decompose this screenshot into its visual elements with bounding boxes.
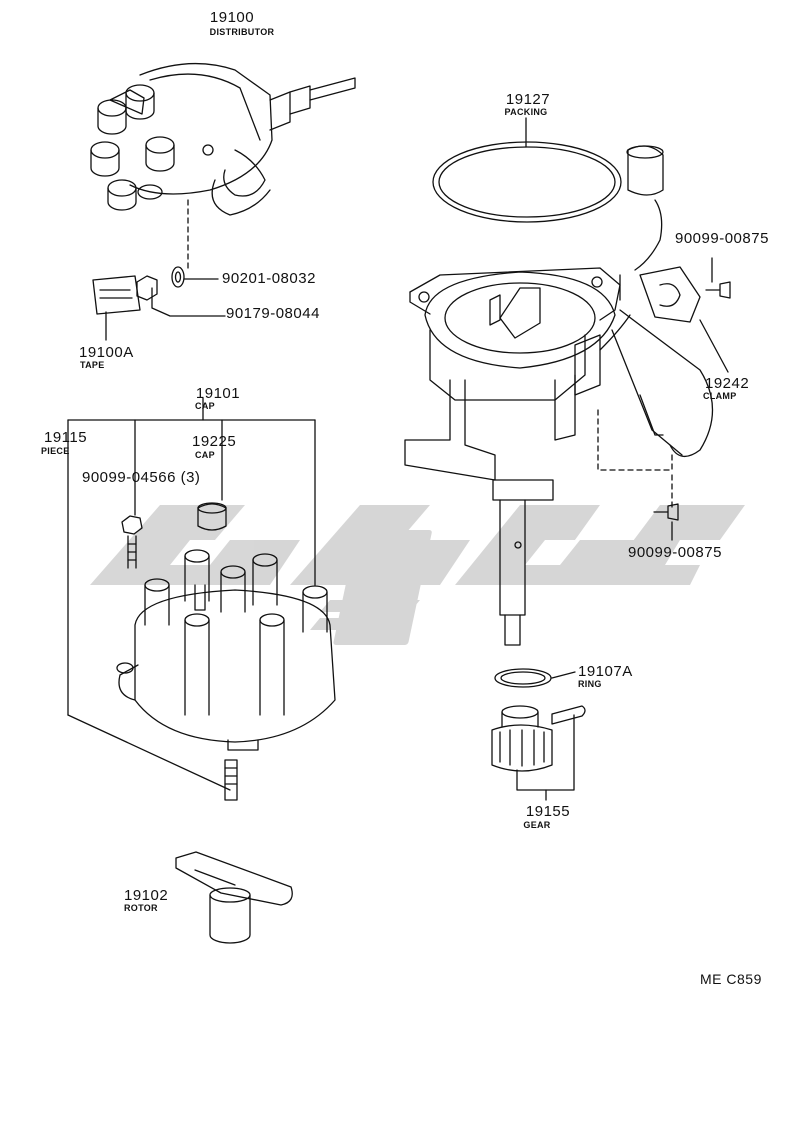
packing-drawing	[432, 117, 622, 223]
rotor-drawing	[175, 851, 293, 944]
cap-small-number: 19225	[192, 433, 237, 450]
diagram-code: ME C859	[700, 971, 762, 987]
bolt-90179-number: 90179-08044	[226, 305, 320, 322]
distributor-number: 19100	[209, 9, 255, 26]
piece-number: 19115	[44, 429, 88, 446]
clamp-name: CLAMP	[703, 391, 737, 401]
cap-small-name: CAP	[195, 450, 215, 460]
cap-bracket-lines	[67, 397, 316, 791]
bolt-90179-drawing	[136, 275, 226, 317]
gear-number: 19155	[525, 803, 571, 820]
bolt-90201-drawing	[171, 266, 219, 288]
piece-drawing	[224, 759, 238, 801]
gear-name: GEAR	[523, 820, 551, 830]
distributor-name: DISTRIBUTOR	[209, 27, 275, 37]
screw-cap-number: 90099-04566 (3)	[82, 469, 201, 486]
bolt-90201-number: 90201-08032	[222, 270, 316, 287]
screw-04566-drawing	[121, 515, 143, 569]
ring-drawing	[494, 668, 576, 688]
small-cap-drawing	[197, 502, 227, 531]
clamp-drawing	[639, 266, 729, 373]
connector-drawing	[626, 145, 664, 271]
rotor-name: ROTOR	[124, 903, 158, 913]
tape-name: TAPE	[80, 360, 105, 370]
ring-name: RING	[578, 679, 602, 689]
cap-assy-name: CAP	[195, 401, 215, 411]
screw-lower-drawing	[653, 503, 679, 541]
distributor-drawing	[90, 62, 356, 216]
clamp-number: 19242	[705, 375, 750, 392]
ring-number: 19107A	[578, 663, 633, 680]
screw-lower-number: 90099-00875	[628, 544, 722, 561]
rotor-number: 19102	[124, 887, 169, 904]
tape-number: 19100A	[79, 344, 134, 361]
tape-drawing	[92, 275, 141, 341]
packing-number: 19127	[505, 91, 551, 108]
distributor-cap-drawing	[116, 549, 336, 751]
cap-assy-number: 19101	[195, 385, 241, 402]
watermark-logo	[90, 505, 745, 645]
packing-name: PACKING	[504, 107, 548, 117]
distributor-housing-drawing	[404, 267, 714, 646]
piece-name: PIECE	[41, 446, 70, 456]
screw-upper-number: 90099-00875	[675, 230, 769, 247]
gear-drawing	[491, 705, 586, 801]
screw-upper-drawing	[705, 257, 731, 299]
